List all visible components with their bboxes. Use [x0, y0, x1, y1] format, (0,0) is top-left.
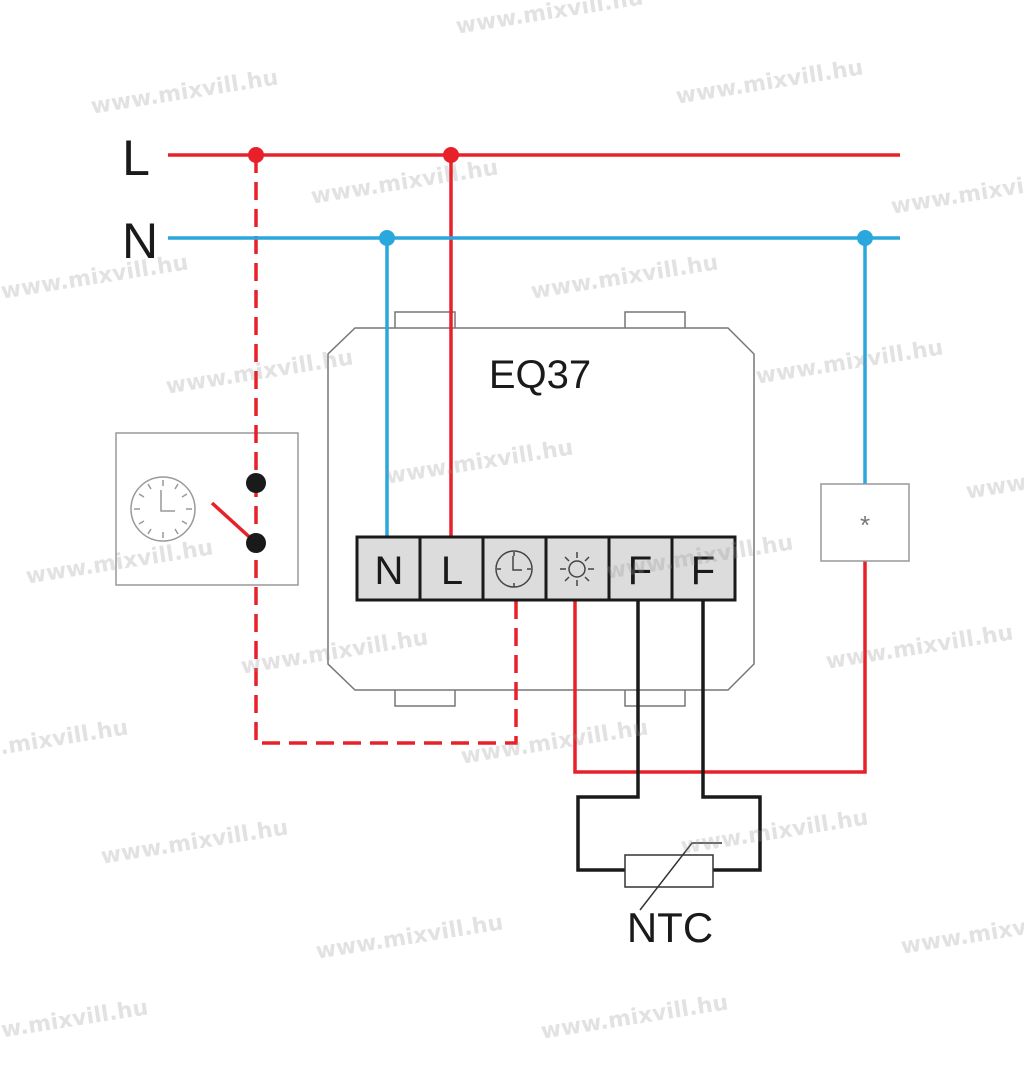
terminal-clock-icon	[495, 550, 533, 588]
terminal-sun-icon	[560, 552, 594, 586]
device-label: EQ37	[489, 353, 591, 397]
switch-contact	[246, 473, 266, 493]
ntc-label: NTC	[627, 904, 713, 951]
heating-output-wire	[573, 561, 867, 774]
terminal-f1: F	[628, 549, 652, 593]
neutral-label: N	[122, 213, 158, 269]
load-box	[820, 483, 910, 562]
live-label: L	[122, 130, 150, 186]
sensor-wire-1	[576, 600, 640, 872]
timer-switch-box	[115, 432, 299, 586]
switched-wire-dashed	[254, 155, 518, 745]
load-label: *	[860, 510, 870, 540]
junction-dot	[443, 147, 459, 163]
terminal-l: L	[441, 549, 463, 593]
switch-contact	[246, 533, 266, 553]
terminal-n: N	[375, 549, 404, 593]
ntc-resistor	[624, 854, 714, 888]
junction-dot	[857, 230, 873, 246]
clock-icon	[130, 476, 196, 542]
terminal-block	[355, 535, 737, 602]
junction-dot	[248, 147, 264, 163]
ntc-slash	[639, 842, 722, 911]
sensor-wire-2	[701, 600, 762, 872]
terminal-f2: F	[691, 549, 715, 593]
junction-dot	[379, 230, 395, 246]
